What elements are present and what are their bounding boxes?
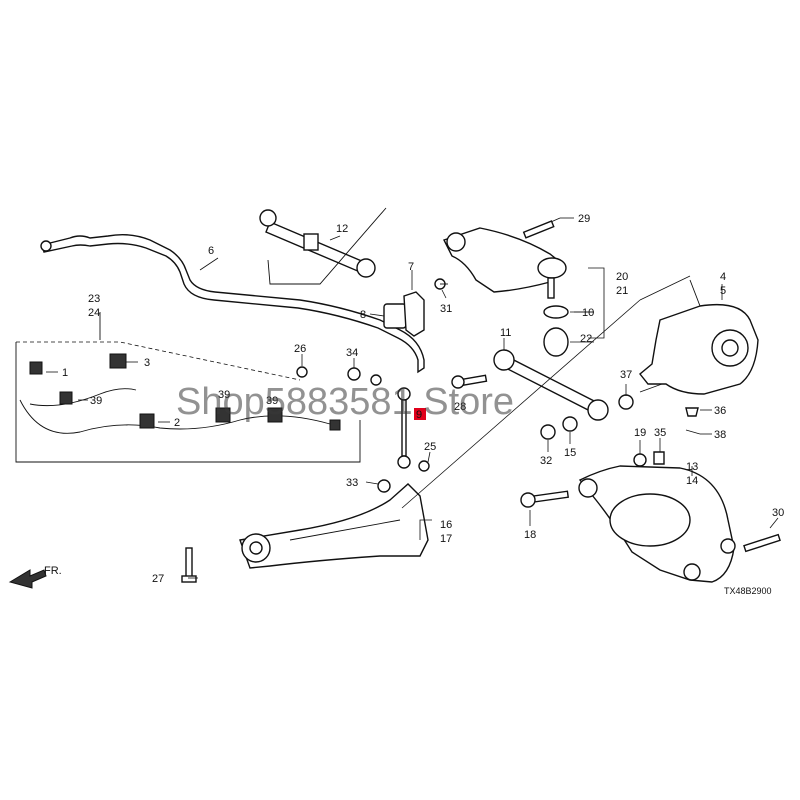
callout-39-a: 39 (90, 395, 102, 407)
callout-39-b: 39 (218, 389, 230, 401)
callout-20: 20 (616, 271, 628, 283)
callout-numbers: 1 2 3 4 5 6 7 8 9 10 11 12 13 14 15 16 1… (62, 213, 784, 585)
callout-3: 3 (144, 357, 150, 369)
knuckle (639, 279, 759, 395)
small-parts-right (618, 394, 701, 467)
callout-35: 35 (654, 427, 666, 439)
callout-23: 23 (88, 293, 100, 305)
diagram-code: TX48B2900 (724, 586, 772, 596)
lower-arm-13 (578, 465, 781, 583)
callout-14: 14 (686, 475, 698, 487)
lower-link-11 (493, 349, 609, 421)
callout-31: 31 (440, 303, 452, 315)
sensor-wiring-box (15, 312, 361, 463)
callout-27: 27 (152, 573, 164, 585)
callout-32: 32 (540, 455, 552, 467)
callout-39-c: 39 (266, 395, 278, 407)
callout-38: 38 (714, 429, 726, 441)
trailing-arm (239, 460, 430, 569)
callout-9: 9 (416, 409, 422, 421)
bolt-18 (520, 490, 570, 508)
callout-30: 30 (772, 507, 784, 519)
callout-22: 22 (580, 333, 592, 345)
upper-arm-20 (443, 217, 567, 299)
grouping-brackets (401, 267, 691, 540)
callout-24: 24 (88, 307, 100, 319)
upper-arm-12 (259, 207, 387, 285)
callout-37: 37 (620, 369, 632, 381)
callout-11: 11 (500, 327, 511, 339)
callout-8: 8 (360, 309, 366, 321)
callout-6: 6 (208, 245, 214, 257)
callout-19: 19 (634, 427, 646, 439)
callout-33: 33 (346, 477, 358, 489)
callout-25: 25 (424, 441, 436, 453)
callout-13: 13 (686, 461, 698, 473)
callout-17: 17 (440, 533, 452, 545)
callout-18: 18 (524, 529, 536, 541)
callout-16: 16 (440, 519, 452, 531)
callout-2: 2 (174, 417, 180, 429)
callout-12: 12 (336, 223, 348, 235)
front-direction-arrow: FR. (8, 565, 62, 589)
highlight-marker (414, 408, 426, 420)
nuts-26-34 (296, 366, 361, 381)
bolt-27 (181, 547, 197, 583)
bolt-28 (451, 374, 488, 389)
stabilizer-bushing (383, 278, 448, 337)
callout-1: 1 (62, 367, 68, 379)
callout-5: 5 (720, 285, 726, 297)
callout-15: 15 (564, 447, 576, 459)
callout-34: 34 (346, 347, 358, 359)
washer-32 (540, 416, 578, 440)
callout-29: 29 (578, 213, 590, 225)
callout-10: 10 (582, 307, 594, 319)
leader-lines (46, 217, 779, 579)
callout-26: 26 (294, 343, 306, 355)
stabilizer-link (370, 374, 411, 469)
store-watermark: Shop5883581 Store (176, 381, 514, 423)
callout-36: 36 (714, 405, 726, 417)
callout-4: 4 (720, 271, 726, 283)
ball-joint-seal (543, 305, 569, 357)
callout-7: 7 (408, 261, 414, 273)
stabilizer-bar (40, 233, 425, 374)
callout-28: 28 (454, 401, 466, 413)
callout-21: 21 (616, 285, 628, 297)
direction-label: FR. (44, 565, 62, 577)
